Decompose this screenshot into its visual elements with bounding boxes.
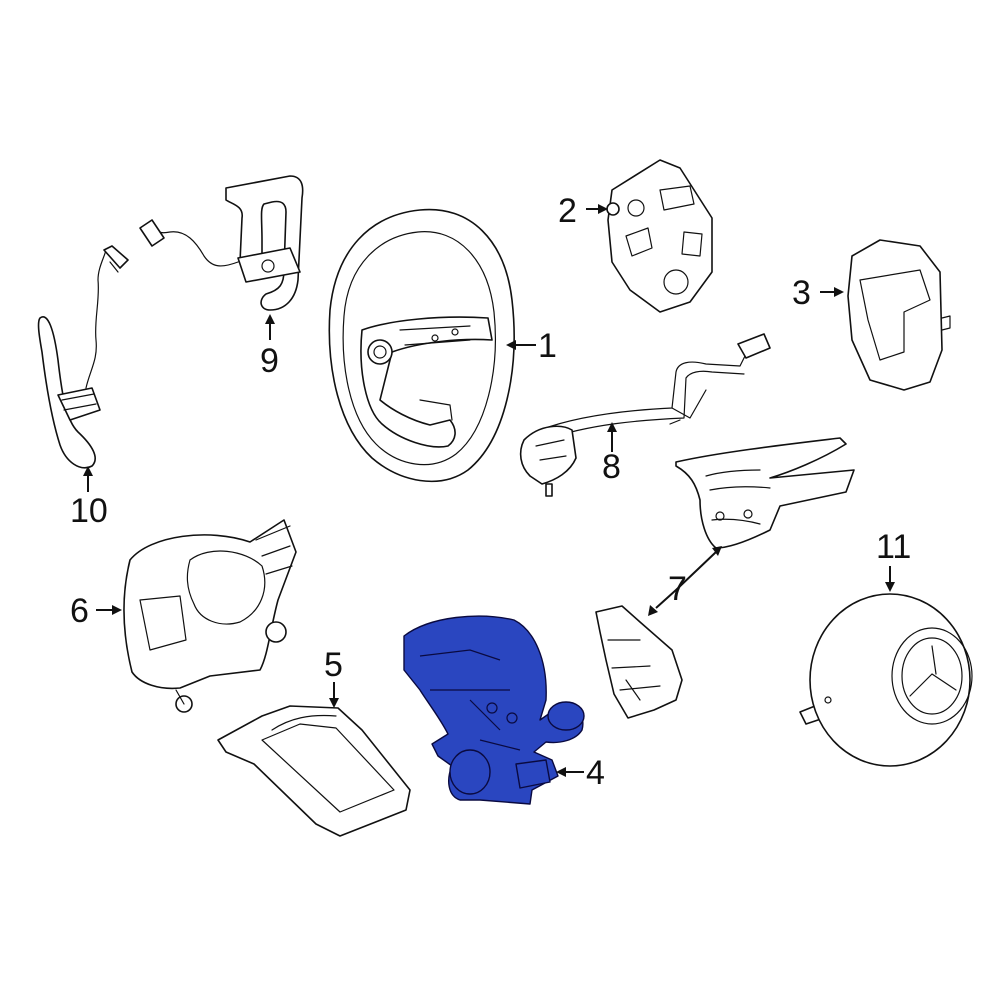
callout-11: 11 [876,528,911,566]
part-4-steering-column-assembly[interactable] [403,615,585,805]
callout-labels: 1 2 3 4 5 6 7 8 9 10 11 [70,192,911,792]
callout-8: 8 [602,448,621,486]
leader-lines [83,204,895,777]
part-5-lower-cover[interactable] [217,705,411,837]
part-8-wiring-harness[interactable] [519,333,771,497]
part-1-steering-wheel[interactable] [328,208,515,483]
part-3-control-unit[interactable] [847,239,951,391]
callout-1: 1 [538,327,557,365]
callout-5: 5 [324,646,343,684]
callout-9: 9 [260,342,279,380]
part-2-switch-module[interactable] [606,159,713,313]
callout-4: 4 [586,754,605,792]
part-10-paddle-shifter[interactable] [37,245,129,469]
part-7-column-shroud[interactable] [595,437,855,719]
part-9-paddle-shifter[interactable] [139,175,304,311]
callout-10: 10 [70,492,108,530]
callout-3: 3 [792,274,811,312]
part-6-column-cover[interactable] [123,519,297,713]
callout-7: 7 [668,570,687,608]
callout-2: 2 [558,192,577,230]
part-11-airbag[interactable] [799,593,973,767]
callout-6: 6 [70,592,89,630]
